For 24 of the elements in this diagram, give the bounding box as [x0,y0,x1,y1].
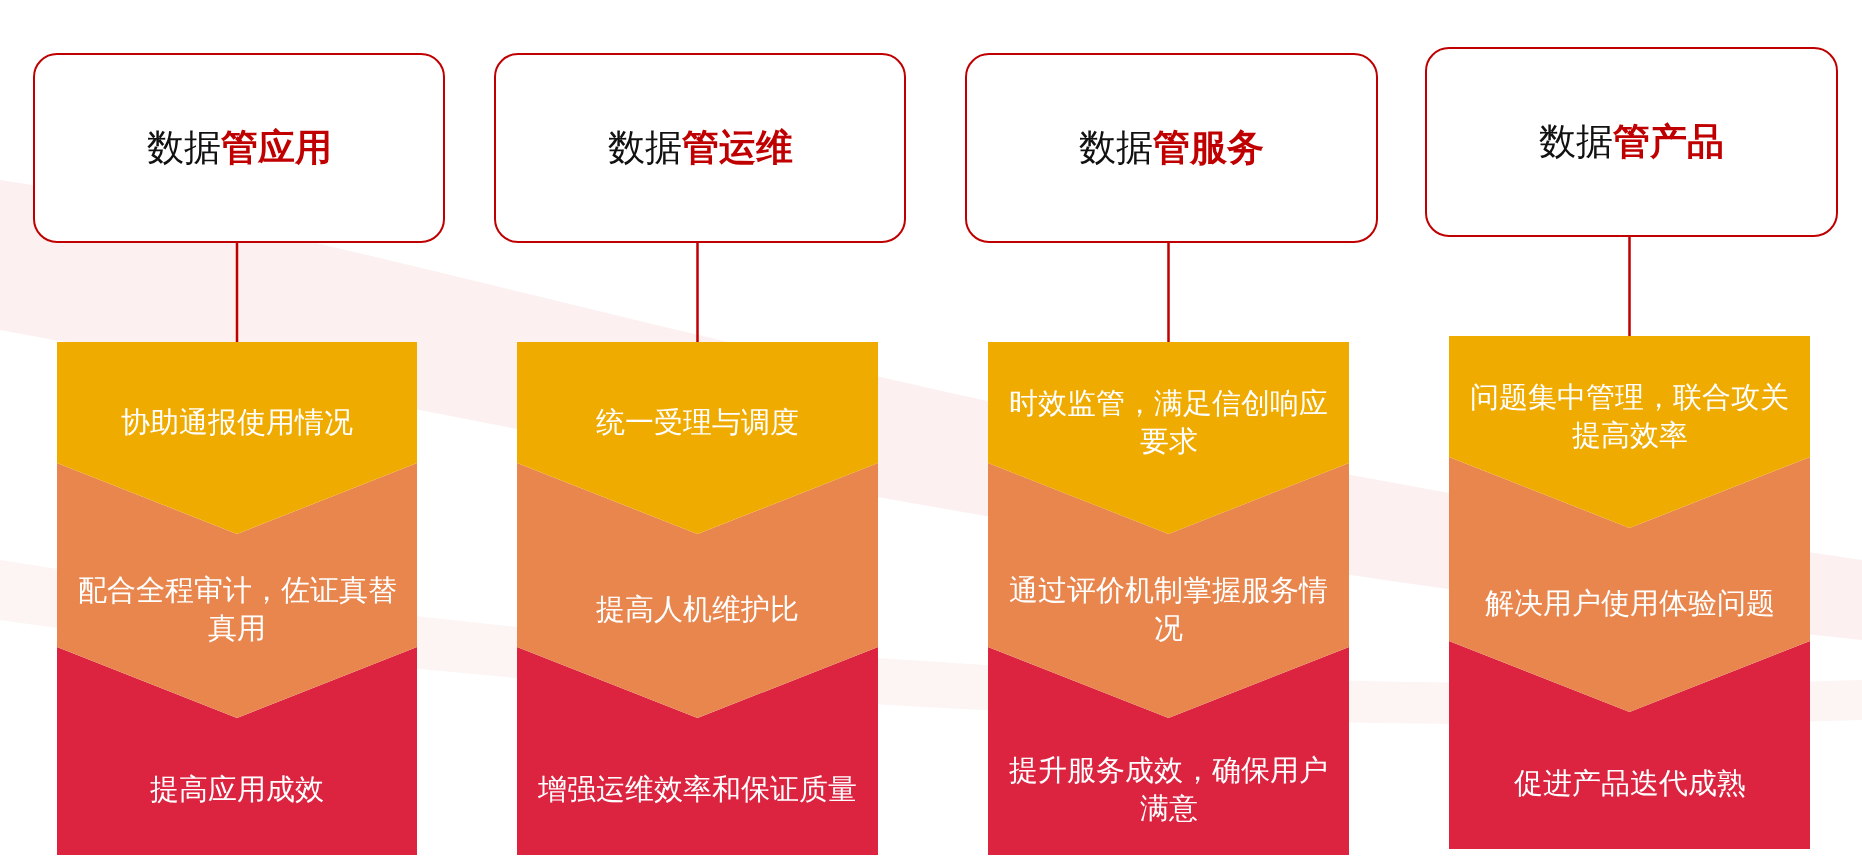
connector-line [1167,243,1170,342]
band-text: 提高应用成效 [149,771,325,809]
band-text: 提升服务成效，确保用户满意 [1008,752,1329,827]
connector-line [696,243,699,342]
band-text: 促进产品迭代成熟 [1512,765,1747,803]
title-box [1425,47,1838,237]
band-text: 协助通报使用情况 [120,404,354,442]
connector-line [235,243,239,342]
band-text: 统一受理与调度 [595,404,800,442]
heading-text: 数据管服务 [1079,125,1264,171]
heading-text: 数据管应用 [146,125,332,171]
band-text: 解决用户使用体验问题 [1483,585,1776,623]
band-text: 问题集中管理，联合攻关提高效率 [1469,379,1790,454]
heading-text: 数据管运维 [607,125,793,171]
band-text: 配合全程审计，佐证真替真用 [77,572,397,647]
title-box [494,53,906,243]
band-text: 增强运维效率和保证质量 [537,771,858,809]
title-box [33,53,445,243]
band-text: 通过评价机制掌握服务情况 [1008,572,1329,647]
heading-text: 数据管产品 [1539,119,1724,165]
band-text: 时效监管，满足信创响应要求 [1008,385,1329,460]
title-box [965,53,1378,243]
connector-line [1628,237,1631,336]
band-text: 提高人机维护比 [595,591,800,629]
